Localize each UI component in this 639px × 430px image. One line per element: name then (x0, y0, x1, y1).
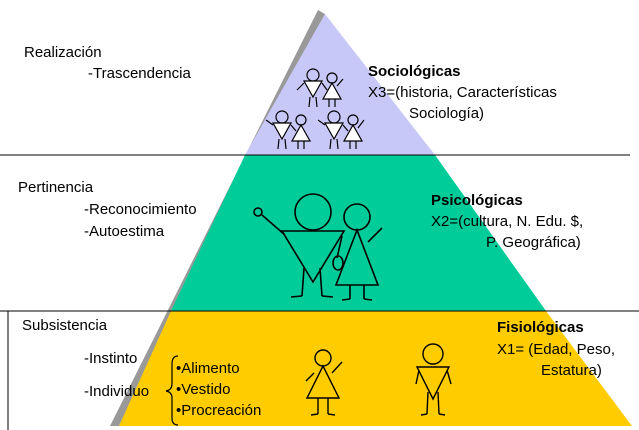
tier-bottom (119, 311, 632, 426)
factor-middle-line1: X2=(cultura, N. Edu. $, (431, 213, 584, 230)
single-figures-icon (305, 343, 452, 416)
factor-bottom-title: Fisiológicas (497, 319, 584, 336)
factor-top-title: Sociológicas (368, 63, 461, 80)
level-middle-title: Pertinencia (18, 179, 94, 196)
level-top-item: -Trascendencia (88, 65, 191, 82)
factor-top-line2: Sociología) (409, 105, 485, 122)
bullet-item: •Procreación (176, 402, 262, 419)
level-bottom-group: -Individuo (84, 383, 150, 400)
factor-bottom-line1: X1= (Edad, Peso, (497, 341, 615, 358)
factor-middle-title: Psicológicas (431, 192, 523, 209)
level-middle-item: -Autoestima (84, 223, 165, 240)
factor-middle-line2: P. Geográfica) (486, 234, 581, 251)
bullet-item: •Alimento (176, 360, 240, 377)
bullet-item: •Vestido (176, 381, 231, 398)
factor-top-line1: X3=(historia, Características (368, 84, 557, 101)
tier-top (245, 14, 435, 155)
level-bottom-title: Subsistencia (22, 317, 108, 334)
level-middle-item: -Reconocimiento (84, 201, 197, 218)
level-top-title: Realización (24, 44, 102, 61)
couple-figures-icon (253, 193, 383, 301)
bullets-brace (165, 355, 179, 426)
group-figures-icon (265, 68, 365, 150)
level-bottom-group: -Instinto (84, 350, 138, 367)
factor-bottom-line2: Estatura) (541, 362, 602, 379)
